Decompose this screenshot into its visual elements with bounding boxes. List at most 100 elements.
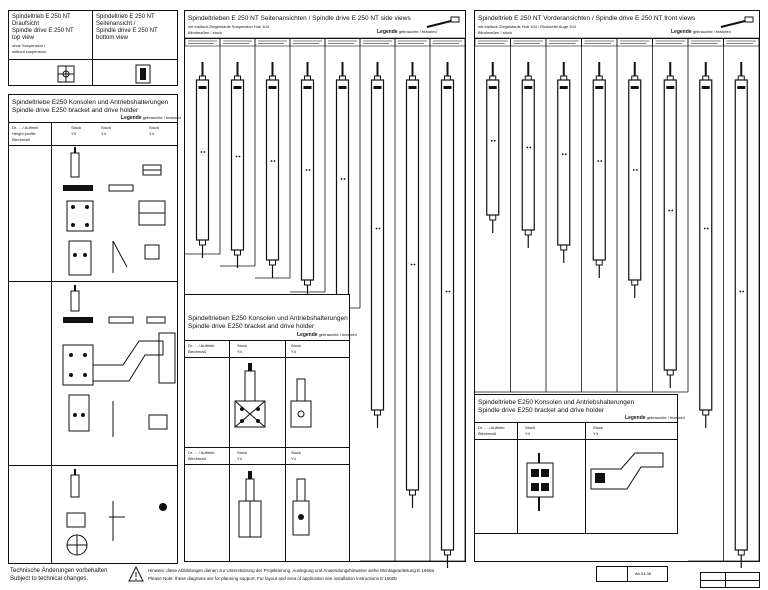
front-views-sub-2: Blindmaßen / stock: [478, 30, 513, 35]
bottom-view-line-4: bottom view: [96, 35, 129, 41]
side-spindle-1: [195, 62, 210, 258]
side-views-title: Spindeltrieben E 250 NT Seitenansichten …: [188, 15, 411, 22]
top-view-line-1: Spindeltrieb E 250 NT: [12, 14, 71, 20]
footer-note-de: Hinweis: diese Abbildungen dienen zur Un…: [148, 568, 434, 573]
bottom-view-drawing: [135, 64, 151, 84]
front-spindle-6: [663, 62, 677, 388]
right-legend-label: Legende: [625, 415, 646, 421]
bottom-view-line-3: Spindle drive E 250 NT: [96, 28, 158, 34]
mid-row2-left-a: Dr. ... / Auftrieb: [188, 450, 215, 455]
brackets-col3-b: Y4: [149, 131, 154, 136]
side-views-legend-text: gebrauchte / featured: [398, 29, 437, 34]
right-bracket-drawings: [526, 452, 664, 511]
side-views-legend: Legende gebrauchte / featured: [377, 29, 437, 35]
side-spindle-5: [335, 62, 350, 318]
mid-row1-left-a: Dr. ... / Auftrieb: [188, 343, 215, 348]
mid-legend-text: gebrauchte / featured: [318, 332, 357, 337]
mid-legend-label: Legende: [297, 332, 318, 338]
warning-icon: [128, 565, 144, 582]
right-title-line-1: Spindeltriebe E250 Konsolen und Antriebs…: [478, 399, 635, 406]
spindle-drive-icon: [426, 16, 460, 28]
mid-row1-c1-b: Y4: [237, 349, 242, 354]
mid-title-line-1: Spindeltrieben E250 Konsolen und Antrieb…: [188, 315, 348, 322]
brackets-title-line-2: Spindle drive E250 bracket and drive hol…: [12, 107, 139, 114]
spindle-drive-front-icon: [720, 16, 754, 28]
right-head-c1-b: Y4: [525, 431, 530, 436]
top-view-line-6: without suspension: [12, 49, 47, 54]
mid-row2-c2-b: Y4: [291, 456, 296, 461]
top-view-line-5: ohne Suspension /: [12, 43, 46, 48]
side-view-drawings: [184, 37, 466, 568]
brackets-legend-text: gebrauchte / featured: [142, 115, 181, 120]
brackets-head-2: Height profile: [12, 131, 36, 136]
footer-note-en: Please Note: these diagrams are for plan…: [148, 576, 397, 581]
brackets-title-line-1: Spindeltriebe E250 Konsolen und Antriebs…: [12, 99, 169, 106]
top-view-line-4: top view: [12, 35, 35, 41]
front-spindle-7: [699, 62, 713, 428]
panel-top-view: Spindeltrieb E 250 NT Draufsicht Spindle…: [8, 10, 178, 86]
front-views-legend: Legende gebrauchte / featured: [671, 29, 731, 35]
brackets-col1-a: Stock: [71, 125, 82, 130]
panel-brackets-left: Spindeltriebe E250 Konsolen und Antriebs…: [8, 94, 181, 564]
side-spindle-6: [370, 62, 385, 428]
bottom-view-line-1: Spindeltrieb E 250 NT: [96, 14, 155, 20]
brackets-drawings: [62, 147, 176, 556]
bottom-view-line-2: Seitenansicht /: [96, 21, 136, 27]
right-head-left-a: Dr. ... / Auftrieb: [478, 425, 505, 430]
side-spindle-8: [440, 62, 455, 568]
side-spindle-4: [300, 62, 315, 298]
front-view-drawings: [474, 37, 760, 568]
front-spindle-1: [486, 62, 500, 233]
panel-brackets-right: Spindeltriebe E250 Konsolen und Antriebs…: [474, 394, 685, 534]
brackets-col3-a: Stock: [149, 125, 160, 130]
side-views-sub-1: mit losflach Ziegelstaufs Suspension Hub…: [188, 24, 269, 29]
mid-row2-c2-a: Stock: [291, 450, 302, 455]
right-head-c2-a: Stock: [593, 425, 604, 430]
side-spindle-2: [230, 62, 245, 268]
top-view-drawing: [57, 65, 75, 83]
mid-row1-c2-b: Y4: [291, 349, 296, 354]
brackets-head-3: Blechmaß: [12, 137, 31, 142]
front-views-legend-text: gebrauchte / featured: [692, 29, 731, 34]
front-views-title: Spindeltrieb E 250 NT Vorderansichten / …: [478, 15, 696, 22]
top-view-line-3: Spindle drive E 250 NT: [12, 28, 74, 34]
mid-title-line-2: Spindle drive E250 bracket and drive hol…: [188, 323, 315, 330]
front-spindle-4: [592, 62, 606, 278]
footer-disclaimer-en: Subject to technical changes.: [10, 576, 89, 582]
front-spindle-8: [734, 62, 748, 568]
side-views-legend-label: Legende: [377, 29, 398, 35]
mid-row2-c1-b: Y4: [237, 456, 242, 461]
right-legend-text: gebrauchte / featured: [646, 415, 685, 420]
top-view-line-2: Draufsicht: [12, 21, 40, 27]
mid-row2-left-b: Blechmaß: [188, 456, 207, 461]
mid-row2-c1-a: Stock: [237, 450, 248, 455]
front-views-sub-1: mit losflach Ziegelstaufs Hub 104 / Rück…: [478, 24, 576, 29]
mid-row1-c1-a: Stock: [237, 343, 248, 348]
front-spindle-2: [521, 62, 535, 248]
footer-revision-block: Ab 04.08: [596, 566, 668, 582]
footer-title-block: [700, 572, 760, 588]
brackets-col2-b: Y4: [101, 131, 106, 136]
right-head-c1-a: Stock: [525, 425, 536, 430]
brackets-col1-b: Y4: [71, 131, 76, 136]
footer-stamp: Ab 04.08: [635, 571, 652, 576]
right-title-line-2: Spindle drive E250 bracket and drive hol…: [478, 407, 605, 414]
mid-bracket-drawings: [234, 363, 312, 538]
right-head-c2-b: Y4: [593, 431, 598, 436]
mid-legend: Legende gebrauchte / featured: [297, 332, 357, 338]
right-legend: Legende gebrauchte / featured: [625, 415, 685, 421]
footer-disclaimer-de: Technische Änderungen vorbehalten: [10, 568, 108, 574]
side-spindle-7: [405, 62, 420, 508]
panel-brackets-mid: Spindeltrieben E250 Konsolen und Antrieb…: [184, 294, 357, 562]
right-head-left-b: Blechmaß: [478, 431, 497, 436]
brackets-col2-a: Stock: [101, 125, 112, 130]
mid-row1-left-b: Blechmaß: [188, 349, 207, 354]
brackets-legend: Legende gebrauchte / featured: [121, 115, 181, 121]
mid-row1-c2-a: Stock: [291, 343, 302, 348]
front-spindle-3: [557, 62, 571, 263]
brackets-head-1: Dr. ... / Auftrieb: [12, 125, 39, 130]
front-views-legend-label: Legende: [671, 29, 692, 35]
side-views-sub-2: Blindmaßen / stock: [188, 30, 223, 35]
side-spindle-3: [265, 62, 280, 278]
brackets-legend-label: Legende: [121, 115, 142, 121]
